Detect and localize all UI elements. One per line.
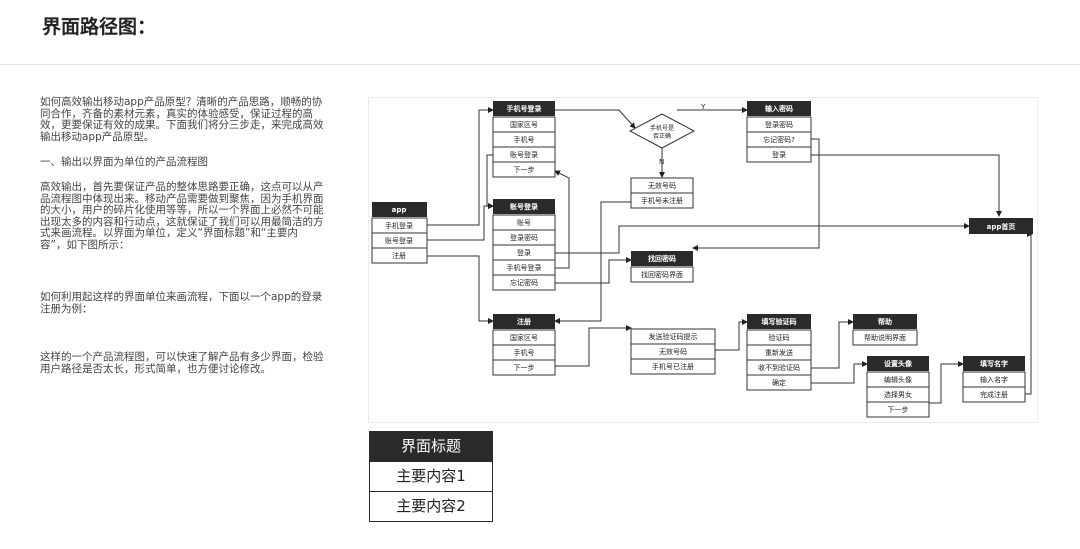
svg-text:下一步: 下一步 (888, 406, 909, 414)
svg-text:否正确: 否正确 (653, 132, 671, 140)
svg-text:国家区号: 国家区号 (510, 120, 538, 129)
section-heading: 一、输出以界面为单位的产品流程图 (40, 156, 208, 168)
svg-text:app: app (392, 206, 407, 214)
svg-text:手机号登录: 手机号登录 (507, 263, 542, 272)
legend-item-1: 主要内容1 (370, 461, 492, 491)
svg-text:手机号: 手机号 (514, 135, 535, 144)
body-paragraph: 高效输出，首先要保证产品的整体思路要正确，这点可以从产品流程图中体现出来。移动产… (40, 181, 324, 251)
flow-connectors (427, 107, 1033, 404)
svg-text:收不到验证码: 收不到验证码 (758, 363, 800, 372)
body-paragraph-3: 这样的一个产品流程图，可以快速了解产品有多少界面，检验用户路径是否太长，形式简单… (40, 351, 324, 375)
legend-item-2: 主要内容2 (370, 491, 492, 521)
svg-text:无效号码: 无效号码 (648, 181, 676, 190)
svg-text:账号登录: 账号登录 (510, 150, 538, 159)
svg-text:手机号是: 手机号是 (650, 124, 674, 132)
legend-title: 界面标题 (370, 432, 492, 461)
svg-text:手机号未注册: 手机号未注册 (641, 196, 683, 205)
svg-text:登录密码: 登录密码 (510, 233, 538, 242)
svg-text:完成注册: 完成注册 (980, 390, 1008, 399)
screen-enter-password: 输入密码 登录密码 忘记密码? 登录 (746, 101, 812, 163)
screen-phone-login: 手机号登录 国家区号 手机号 账号登录 下一步 (492, 101, 556, 178)
svg-text:手机号已注册: 手机号已注册 (652, 362, 694, 371)
svg-text:登录密码: 登录密码 (765, 120, 793, 129)
svg-text:找回密码界面: 找回密码界面 (641, 270, 683, 279)
decision-phone-valid: 手机号是 否正确 Y N (628, 103, 706, 166)
svg-text:找回密码: 找回密码 (648, 254, 676, 263)
svg-text:登录: 登录 (772, 150, 786, 159)
svg-text:注册: 注册 (517, 317, 531, 326)
svg-text:注册: 注册 (392, 251, 406, 260)
body-paragraph-2: 如何利用起这样的界面单位来画流程，下面以一个app的登录注册为例： (40, 291, 323, 315)
svg-text:输入名字: 输入名字 (980, 375, 1008, 384)
screen-app-home: app首页 (969, 218, 1033, 234)
svg-text:登录: 登录 (517, 248, 531, 257)
intro-paragraph: 如何高效输出移动app产品原型？清晰的产品思路，顺畅的协同合作，齐备的素材元素，… (40, 96, 324, 143)
svg-text:下一步: 下一步 (514, 364, 535, 372)
svg-text:编辑头像: 编辑头像 (884, 375, 912, 384)
svg-text:app首页: app首页 (987, 222, 1016, 231)
svg-text:重新发送: 重新发送 (765, 348, 793, 357)
screen-set-avatar: 设置头像 编辑头像 选择男女 下一步 (866, 356, 930, 418)
page-title: 界面路径图： (42, 16, 157, 38)
screen-app: app 手机登录 账号登录 注册 (371, 202, 428, 264)
screen-register: 注册 国家区号 手机号 下一步 (492, 314, 556, 376)
header-divider (0, 64, 1080, 65)
svg-text:手机号登录: 手机号登录 (507, 104, 542, 113)
svg-text:账号登录: 账号登录 (385, 236, 413, 245)
svg-text:帮助: 帮助 (878, 317, 892, 326)
flow-diagram: app 手机登录 账号登录 注册 手机号登录 国家区号 手机号 账号登录 下一步… (368, 97, 1038, 423)
svg-text:发送验证码提示: 发送验证码提示 (649, 332, 698, 341)
screen-help: 帮助 帮助说明界面 (852, 314, 918, 346)
screen-invalid-number: 无效号码 手机号未注册 (630, 177, 694, 209)
svg-text:国家区号: 国家区号 (510, 333, 538, 342)
svg-text:验证码: 验证码 (769, 333, 790, 342)
screen-account-login: 账号登录 账号 登录密码 登录 手机号登录 忘记密码 (492, 199, 556, 291)
svg-text:忘记密码: 忘记密码 (510, 278, 538, 287)
svg-text:输入密码: 输入密码 (765, 104, 793, 113)
svg-text:忘记密码?: 忘记密码? (763, 135, 795, 144)
svg-text:填写验证码: 填写验证码 (762, 317, 797, 326)
screen-fill-name: 填写名字 输入名字 完成注册 (962, 356, 1026, 403)
svg-text:手机登录: 手机登录 (385, 221, 413, 230)
svg-text:选择男女: 选择男女 (884, 390, 912, 399)
decision-yes-label: Y (700, 103, 706, 111)
screen-find-password: 找回密码 找回密码界面 (630, 251, 694, 283)
svg-text:确定: 确定 (772, 378, 786, 387)
screen-fill-code: 填写验证码 验证码 重新发送 收不到验证码 确定 (746, 314, 812, 391)
svg-text:帮助说明界面: 帮助说明界面 (864, 333, 906, 342)
screen-send-code: 发送验证码提示 无效号码 手机号已注册 (630, 328, 716, 375)
svg-text:设置头像: 设置头像 (884, 359, 913, 368)
svg-text:填写名字: 填写名字 (980, 359, 1008, 368)
legend-card: 界面标题 主要内容1 主要内容2 (369, 431, 493, 522)
svg-text:下一步: 下一步 (514, 166, 535, 174)
svg-text:账号登录: 账号登录 (510, 202, 538, 211)
svg-text:手机号: 手机号 (514, 348, 535, 357)
svg-text:账号: 账号 (517, 218, 531, 227)
svg-text:无效号码: 无效号码 (659, 347, 687, 356)
decision-no-label: N (659, 158, 664, 166)
